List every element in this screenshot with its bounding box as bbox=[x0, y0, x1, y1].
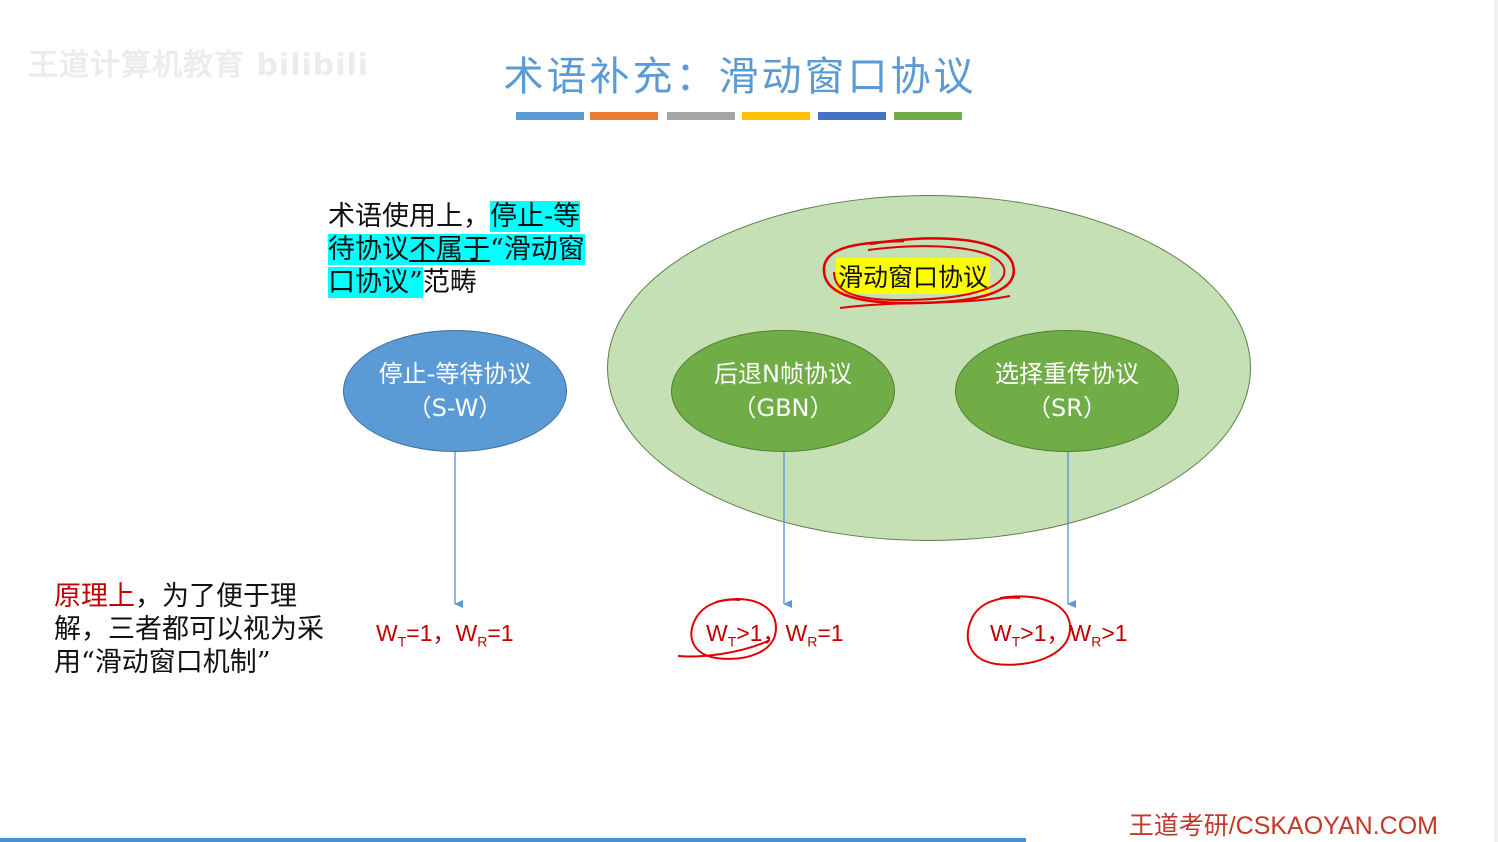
note-prefix: 术语使用上， bbox=[328, 201, 490, 232]
sr-wt-sub: T bbox=[1011, 633, 1021, 650]
sr-wr-sub: R bbox=[1091, 633, 1102, 650]
watermark-logo: 王道计算机教育 bilibili bbox=[28, 48, 370, 83]
terminology-note: 术语使用上，停止-等待协议不属于“滑动窗口协议”范畴 bbox=[328, 200, 598, 299]
gbn-wr: W bbox=[785, 620, 808, 646]
sw-wr-rel: =1 bbox=[487, 620, 514, 646]
footer-site: 王道考研/CSKAOYAN.COM bbox=[1128, 812, 1438, 840]
go-back-n-label: 后退N帧协议（GBN） bbox=[714, 360, 852, 422]
sw-wt-rel: =1， bbox=[406, 620, 456, 646]
title-bar-2 bbox=[590, 112, 658, 120]
slide-title: 术语补充：滑动窗口协议 bbox=[503, 54, 977, 100]
gbn-wr-rel: =1 bbox=[817, 620, 844, 646]
sw-wt: W bbox=[376, 620, 398, 646]
window-size-sw: WT=1，WR=1 bbox=[376, 614, 514, 650]
gbn-wt: W bbox=[706, 620, 728, 646]
note-underlined: 不属于 bbox=[409, 234, 490, 265]
window-right-edge bbox=[1494, 0, 1498, 842]
title-bar-5 bbox=[818, 112, 886, 120]
sr-wr-rel: >1 bbox=[1101, 620, 1128, 646]
window-size-gbn: WT>1，WR=1 bbox=[706, 614, 844, 650]
selective-repeat-ellipse: 选择重传协议（SR） bbox=[955, 330, 1179, 452]
principle-rest: ，为了便于理解，三者都可以视为采用“滑动窗口机制” bbox=[54, 581, 324, 678]
title-bar-1 bbox=[516, 112, 584, 120]
gbn-wt-rel: >1， bbox=[736, 620, 786, 646]
stop-and-wait-ellipse: 停止-等待协议（S-W） bbox=[343, 330, 567, 452]
selective-repeat-label: 选择重传协议（SR） bbox=[994, 360, 1139, 422]
sw-wr: W bbox=[455, 620, 478, 646]
sr-wr: W bbox=[1069, 620, 1092, 646]
window-size-sr: WT>1，WR>1 bbox=[990, 614, 1128, 650]
sr-wt-rel: >1， bbox=[1020, 620, 1070, 646]
stop-and-wait-label: 停止-等待协议（S-W） bbox=[378, 360, 532, 422]
note-suffix: 范畴 bbox=[422, 267, 477, 298]
title-bar-6 bbox=[894, 112, 962, 120]
principle-red: 原理上 bbox=[54, 581, 135, 612]
gbn-wt-sub: T bbox=[727, 633, 737, 650]
sliding-window-label: 滑动窗口协议 bbox=[836, 258, 991, 294]
go-back-n-ellipse: 后退N帧协议（GBN） bbox=[671, 330, 895, 452]
title-bar-4 bbox=[742, 112, 810, 120]
playback-progress-bar[interactable] bbox=[0, 838, 1027, 842]
sw-wt-sub: T bbox=[397, 633, 407, 650]
sr-wt: W bbox=[990, 620, 1012, 646]
title-bar-3 bbox=[667, 112, 735, 120]
gbn-wr-sub: R bbox=[807, 633, 818, 650]
principle-note: 原理上，为了便于理解，三者都可以视为采用“滑动窗口机制” bbox=[54, 580, 344, 679]
sw-wr-sub: R bbox=[477, 633, 488, 650]
